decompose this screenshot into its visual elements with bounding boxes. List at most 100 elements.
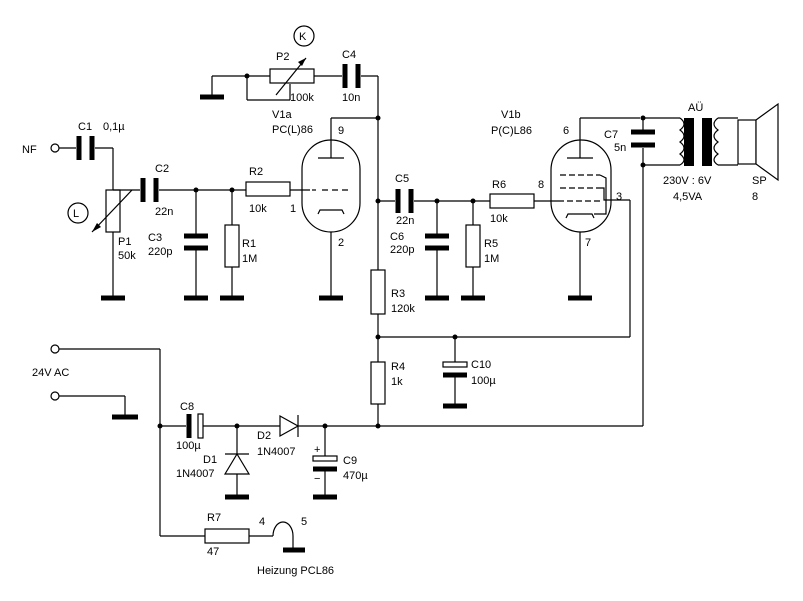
c3-value: 220p xyxy=(148,246,172,258)
c10-plate-top xyxy=(442,361,468,368)
r6-label: R6 xyxy=(492,179,506,191)
p2-value: 100k xyxy=(290,92,314,104)
transformer-secondary xyxy=(713,117,719,166)
r3-value: 120k xyxy=(391,303,415,315)
r1-resistor xyxy=(224,224,240,268)
c7-label: C7 xyxy=(604,129,618,141)
r2-value: 10k xyxy=(249,203,267,215)
d1-value: 1N4007 xyxy=(176,468,215,480)
c9-label: C9 xyxy=(343,455,357,467)
r1-label: R1 xyxy=(242,238,256,250)
v1a-pin9: 9 xyxy=(338,125,344,137)
speaker-value: 8 xyxy=(752,191,758,203)
transformer-core-1 xyxy=(684,118,694,166)
ac-terminal-1 xyxy=(50,344,60,354)
heater-filament xyxy=(272,521,294,550)
c4-label: C4 xyxy=(342,49,356,61)
c9-plus: + xyxy=(314,444,320,456)
v1b-pin8: 8 xyxy=(538,179,544,191)
feedback-network: K P2 100k C4 10n xyxy=(200,25,381,270)
k-marker-text: K xyxy=(299,31,307,43)
r4-resistor xyxy=(370,361,386,405)
r5-label: R5 xyxy=(484,238,498,250)
c9-minus: − xyxy=(314,473,320,485)
r1-value: 1M xyxy=(242,253,257,265)
c8-label: C8 xyxy=(180,401,194,413)
speaker xyxy=(737,119,757,165)
input-section: NF C1 0,1µ P1 50k L C2 22n C3 220p xyxy=(22,121,310,301)
r2-resistor xyxy=(245,181,291,197)
heater-label: Heizung PCL86 xyxy=(257,565,334,577)
output-stage: C7 5n AÜ 230V : 6V 4,5VA SP 8 xyxy=(580,102,779,426)
c10-label: C10 xyxy=(471,359,491,371)
ac-terminal-2 xyxy=(50,391,60,401)
r3-label: R3 xyxy=(391,288,405,300)
v1a-cathode xyxy=(317,209,345,215)
v1a-pin1: 1 xyxy=(290,203,296,215)
c7-value: 5n xyxy=(614,142,626,154)
c2-label: C2 xyxy=(155,163,169,175)
nf-input-terminal xyxy=(50,143,60,153)
l-marker xyxy=(67,202,89,224)
c5-value: 22n xyxy=(396,215,414,227)
r4-value: 1k xyxy=(391,376,403,388)
p1-label: P1 xyxy=(118,236,131,248)
c8-value: 100µ xyxy=(176,440,201,452)
transformer-power: 4,5VA xyxy=(673,191,703,203)
v1b-envelope xyxy=(550,139,612,233)
c9-value: 470µ xyxy=(343,470,368,482)
nf-label: NF xyxy=(22,144,37,156)
heater-pin4: 4 xyxy=(259,516,265,528)
c10-value: 100µ xyxy=(471,375,496,387)
v1b-pin7: 7 xyxy=(585,237,591,249)
d2-diode xyxy=(279,414,300,438)
r7-label: R7 xyxy=(207,512,221,524)
transformer-label: AÜ xyxy=(688,102,703,114)
p1-value: 50k xyxy=(118,250,136,262)
c9-plate-top xyxy=(312,455,338,462)
v1b-pin6: 6 xyxy=(563,125,569,137)
speaker-cone xyxy=(755,102,779,182)
v1b-pin3: 3 xyxy=(616,191,622,203)
k-marker xyxy=(293,25,315,47)
r5-resistor xyxy=(465,224,481,268)
v1b-pentode: 6 8 3 7 V1b P(C)L86 xyxy=(491,109,630,301)
r6-value: 10k xyxy=(490,213,508,225)
v1a-triode: 9 1 2 V1a PC(L)86 xyxy=(272,109,378,301)
c5-label: C5 xyxy=(395,173,409,185)
c4-value: 10n xyxy=(342,92,360,104)
r5-value: 1M xyxy=(484,253,499,265)
transformer-primary xyxy=(679,117,685,166)
ac-label: 24V AC xyxy=(32,367,69,379)
d1-diode xyxy=(223,452,251,475)
r4-label: R4 xyxy=(391,361,405,373)
c6-value: 220p xyxy=(390,244,414,256)
speaker-label: SP xyxy=(752,175,767,187)
r3-resistor xyxy=(370,269,386,315)
r6-resistor xyxy=(489,193,535,209)
v1a-label: V1a xyxy=(272,109,292,121)
power-supply: 24V AC C8 100µ D1 1N4007 D2 1N4007 xyxy=(32,344,643,577)
d1-label: D1 xyxy=(203,454,217,466)
r7-resistor xyxy=(204,528,250,544)
p1-potentiometer xyxy=(105,189,121,233)
heater-pin5: 5 xyxy=(301,516,307,528)
l-marker-text: L xyxy=(73,208,79,220)
d2-label: D2 xyxy=(257,430,271,442)
interstage: C5 22n C6 220p R5 1M R6 10k xyxy=(375,173,558,301)
r2-label: R2 xyxy=(249,166,263,178)
d2-value: 1N4007 xyxy=(257,446,296,458)
v1a-type: PC(L)86 xyxy=(272,124,313,136)
v1b-cathode xyxy=(565,213,595,219)
c1-value: 0,1µ xyxy=(103,121,125,133)
v1b-type: P(C)L86 xyxy=(491,125,532,137)
c3-label: C3 xyxy=(148,232,162,244)
p2-label: P2 xyxy=(276,51,289,63)
transformer-ratio: 230V : 6V xyxy=(663,175,712,187)
c8-plate-right xyxy=(197,413,204,439)
r7-value: 47 xyxy=(207,546,219,558)
v1a-pin2: 2 xyxy=(338,237,344,249)
anode-supply: R3 120k C10 100µ R4 1k xyxy=(370,200,631,429)
transformer-core-2 xyxy=(702,118,712,166)
